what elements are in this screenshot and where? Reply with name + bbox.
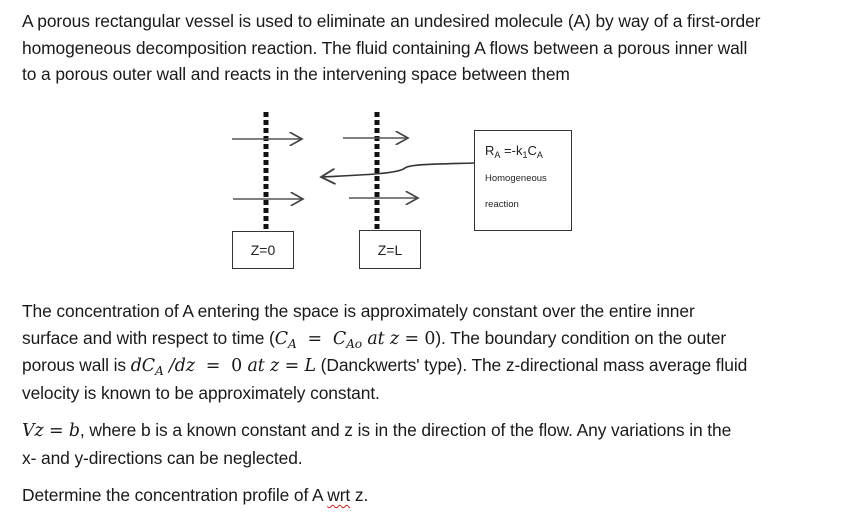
question-paragraph: Determine the concentration profile of A… (22, 482, 368, 509)
intro-line-2: homogeneous decomposition reaction. The … (22, 37, 748, 58)
spellcheck-word[interactable]: wrt (327, 485, 351, 505)
pointer-arrow-icon (321, 162, 475, 177)
vessel-diagram: Z=0 Z=L RA =-k1CA Homogeneous reaction (232, 112, 572, 269)
intro-paragraph: A porous rectangular vessel is used to e… (22, 8, 760, 88)
zl-label-box: Z=L (359, 230, 421, 269)
question-line: Determine the concentration profile of A… (22, 485, 369, 505)
reaction-type-line-1: Homogeneous (485, 173, 547, 184)
reaction-box: RA =-k1CA Homogeneous reaction (474, 130, 572, 231)
boundary-conditions-paragraph: The concentration of A entering the spac… (22, 298, 747, 406)
para2-line-4: velocity is known to be approximately co… (22, 382, 380, 403)
z0-label: Z=0 (250, 242, 276, 258)
para3-line-1: Vz = b, where b is a known constant and … (22, 420, 732, 441)
para3-line-2: x- and y-directions can be neglected. (22, 447, 303, 468)
intro-line-1: A porous rectangular vessel is used to e… (22, 11, 761, 31)
rate-equation: RA =-k1CA (485, 143, 543, 160)
reaction-type-line-2: reaction (485, 199, 519, 210)
para2-line-2: surface and with respect to time (CA = C… (22, 327, 727, 351)
z0-label-box: Z=0 (232, 231, 294, 269)
diagram-lines (232, 112, 475, 229)
zl-label: Z=L (377, 241, 403, 258)
velocity-paragraph: Vz = b, where b is a known constant and … (22, 417, 731, 471)
intro-line-3: to a porous outer wall and reacts in the… (22, 64, 570, 84)
para2-line-1: The concentration of A entering the spac… (22, 301, 695, 321)
para2-line-3: porous wall is dCA /dz = 0 at z = L (Dan… (22, 355, 748, 378)
